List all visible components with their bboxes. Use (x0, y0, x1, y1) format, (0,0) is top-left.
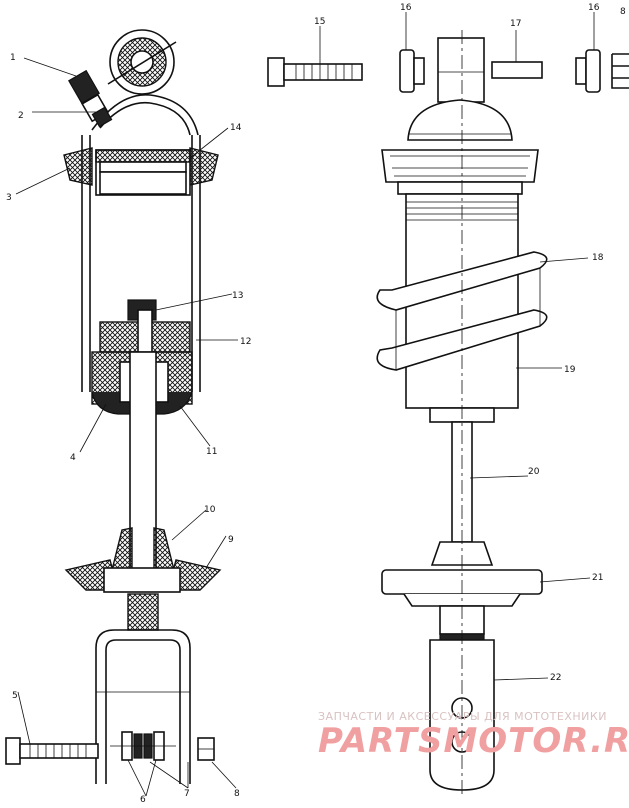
callout-10: 10 (204, 505, 216, 515)
top-cap (407, 99, 513, 141)
callout-1: 1 (10, 53, 16, 63)
callout-17: 17 (510, 19, 521, 29)
callout-12: 12 (240, 337, 251, 347)
external-shock (267, 30, 629, 798)
callout-11: 11 (206, 447, 217, 457)
top-eye (437, 37, 485, 103)
callout-22: 22 (550, 673, 561, 683)
watermark: ЗАПЧАСТИ И АКСЕССУАРЫ ДЛЯ МОТОТЕХНИКИ PA… (318, 710, 629, 761)
callout-4: 4 (70, 453, 76, 463)
shaft-end (127, 593, 159, 631)
bolt-15 (267, 57, 363, 87)
callout-9: 9 (228, 535, 234, 545)
reservoir-hose (91, 94, 199, 136)
callout-8-left: 8 (234, 789, 240, 799)
shaft (129, 351, 157, 583)
callout-labels: 1 2 3 4 5 6 7 8 9 10 11 12 13 14 15 16 1… (6, 3, 626, 805)
top-eye-bushing (107, 29, 177, 95)
callout-5: 5 (12, 691, 18, 701)
callout-16-right: 16 (588, 3, 600, 13)
callout-21: 21 (592, 573, 603, 583)
callout-14: 14 (230, 123, 242, 133)
leader-lines (15, 12, 595, 797)
nut-8-right (611, 53, 629, 89)
callout-13: 13 (232, 291, 243, 301)
callout-19: 19 (564, 365, 576, 375)
schrader-valve (68, 69, 113, 128)
callout-16-left: 16 (400, 3, 412, 13)
bump-stop (430, 541, 494, 566)
callout-2: 2 (18, 111, 24, 121)
clevis (95, 629, 191, 784)
bolt-5 (5, 737, 99, 765)
watermark-tagline: ЗАПЧАСТИ И АКСЕССУАРЫ ДЛЯ МОТОТЕХНИКИ (318, 710, 607, 723)
bump-stop-right (153, 527, 175, 571)
bump-stop-left (111, 527, 133, 571)
spring-collar (381, 149, 539, 183)
washer-16-left (399, 49, 415, 93)
cutaway-shock (5, 29, 222, 784)
watermark-logo: PARTSMOTOR.RU (318, 721, 629, 761)
callout-3: 3 (6, 193, 12, 203)
callout-20: 20 (528, 467, 540, 477)
sleeve-17 (491, 61, 543, 79)
callout-18: 18 (592, 253, 604, 263)
callout-8-right: 8 (620, 7, 626, 17)
spring-collar-right (189, 147, 219, 186)
callout-6: 6 (140, 795, 146, 804)
callout-15: 15 (314, 17, 325, 27)
washer-16-right (575, 57, 587, 85)
spring-collar-left (63, 147, 93, 186)
callout-7: 7 (184, 789, 190, 799)
